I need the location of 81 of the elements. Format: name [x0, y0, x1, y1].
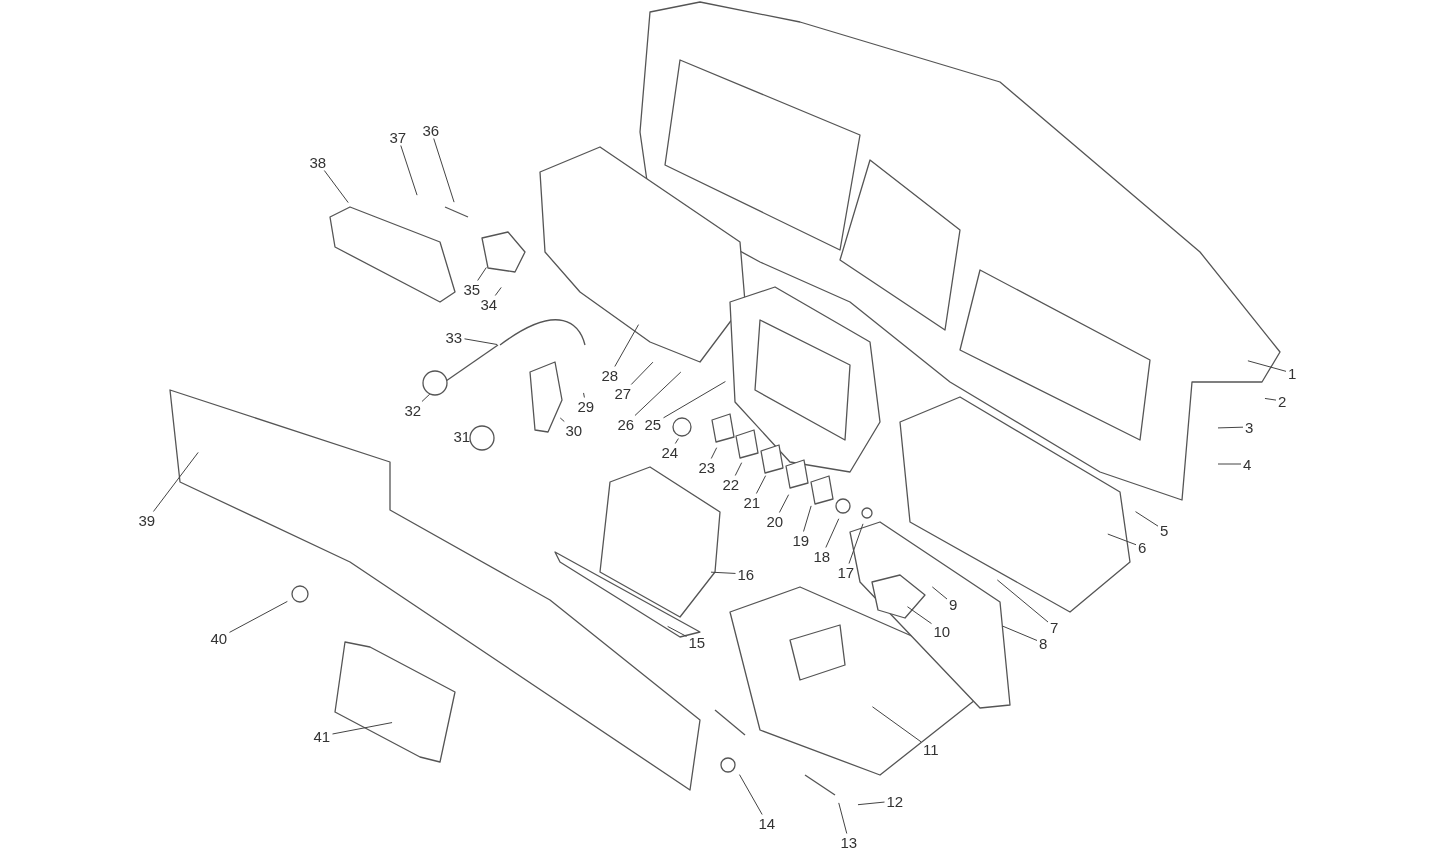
callout-number: 11 — [923, 741, 939, 757]
leader-line — [778, 494, 790, 513]
callout-number: 25 — [644, 416, 662, 432]
leader-line — [739, 774, 763, 815]
callout-number: 38 — [309, 154, 327, 170]
callout-number: 6 — [1138, 539, 1147, 555]
leader-line — [1247, 360, 1287, 372]
callout-number: 5 — [1160, 522, 1169, 538]
callout-number: 24 — [661, 444, 679, 460]
leader-line — [559, 417, 565, 422]
callout-number: 20 — [766, 513, 784, 529]
callout-number: 32 — [404, 402, 422, 418]
callout-number: 16 — [737, 566, 755, 582]
callout-number: 13 — [840, 834, 858, 848]
callout-number: 19 — [792, 532, 810, 548]
leader-line — [152, 451, 199, 512]
callout-number: 4 — [1243, 456, 1252, 472]
leader-line — [871, 706, 922, 743]
leader-line — [906, 606, 932, 625]
leader-line — [663, 381, 726, 419]
callout-number: 41 — [313, 728, 331, 744]
callout-number: 22 — [722, 476, 740, 492]
leader-line — [1264, 397, 1277, 401]
leader-line — [464, 338, 498, 345]
callout-number: 40 — [210, 630, 228, 646]
leader-line — [1107, 533, 1137, 546]
leader-line — [614, 324, 639, 367]
leader-line — [332, 722, 393, 735]
leader-line — [803, 505, 812, 532]
callout-number: 7 — [1050, 619, 1059, 635]
leader-line — [421, 393, 431, 402]
callout-number: 18 — [813, 548, 831, 564]
leader-line — [848, 523, 864, 564]
callout-number: 28 — [601, 367, 619, 383]
leader-line — [996, 579, 1049, 623]
callout-number: 3 — [1245, 419, 1254, 435]
callout-number: 21 — [743, 494, 761, 510]
leader-line — [710, 447, 718, 459]
callout-number: 37 — [389, 129, 407, 145]
leader-line — [494, 286, 502, 296]
callout-number: 31 — [453, 428, 471, 444]
leader-line — [755, 475, 767, 494]
callout-number: 8 — [1039, 635, 1048, 651]
leader-line — [1135, 511, 1159, 527]
callout-number: 26 — [617, 416, 635, 432]
callout-number: 34 — [480, 296, 498, 312]
leader-line — [583, 392, 585, 398]
callout-number: 39 — [138, 512, 156, 528]
callout-number: 23 — [698, 459, 716, 475]
callout-number: 17 — [837, 564, 855, 580]
leader-line — [931, 586, 948, 600]
leader-line — [825, 518, 840, 548]
leader-line — [1217, 426, 1244, 429]
callout-number: 35 — [463, 281, 481, 297]
leader-line — [477, 267, 487, 281]
callout-number: 9 — [949, 596, 958, 612]
leader-line — [838, 802, 848, 834]
callout-number: 12 — [886, 793, 904, 809]
leader-line — [433, 138, 455, 203]
leader-line — [323, 170, 349, 204]
leader-line — [710, 571, 736, 574]
callout-number: 33 — [445, 329, 463, 345]
leader-line — [1217, 463, 1242, 465]
leader-line — [667, 625, 687, 637]
leader-line — [674, 438, 679, 444]
callout-number: 36 — [422, 122, 440, 138]
leader-line — [857, 801, 885, 806]
leader-line — [1002, 625, 1038, 641]
leader-line — [630, 361, 654, 385]
leader-line — [400, 145, 418, 196]
callout-number: 29 — [577, 398, 595, 414]
leader-line — [229, 600, 288, 633]
leader-line — [634, 371, 682, 416]
callout-number: 1 — [1288, 365, 1297, 381]
leader-line — [734, 462, 743, 476]
callout-number: 27 — [614, 385, 632, 401]
callout-number: 10 — [933, 623, 951, 639]
callout-number: 15 — [688, 634, 706, 650]
callout-number: 14 — [758, 815, 776, 831]
callout-number: 30 — [565, 422, 583, 438]
callout-number: 2 — [1278, 393, 1287, 409]
